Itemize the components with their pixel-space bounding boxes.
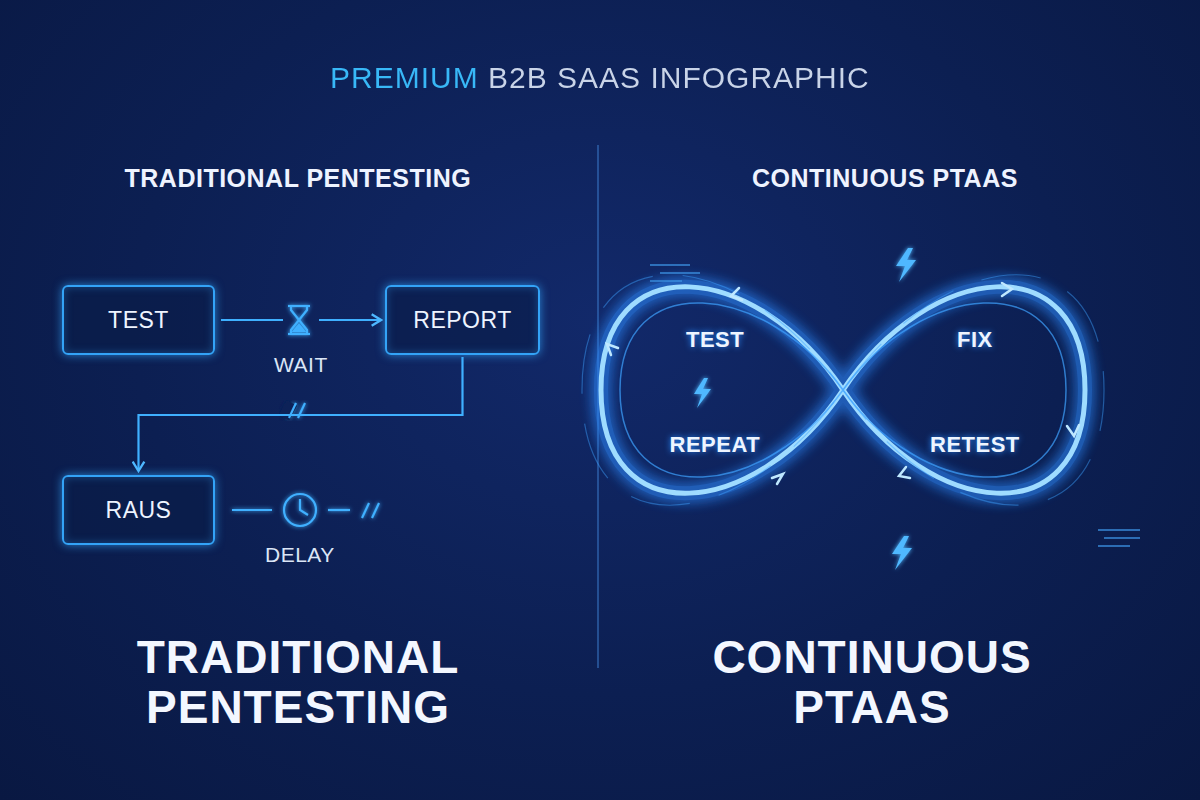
direction-arrow — [607, 283, 1079, 484]
decor-dashes — [650, 265, 1140, 546]
cycle-step: FIX — [957, 327, 993, 353]
connector-line — [319, 319, 381, 321]
cycle-step: TEST — [686, 327, 744, 353]
footer-title: CONTINUOUS PTAAS — [682, 632, 1062, 733]
infinity-loop — [582, 275, 1104, 505]
box-label: TEST — [108, 307, 169, 334]
connector-line — [221, 319, 283, 321]
section-heading: TRADITIONAL PENTESTING — [125, 164, 472, 193]
lightning-icon — [694, 248, 916, 570]
cycle-step: RETEST — [930, 432, 1020, 458]
process-box: TEST — [62, 285, 215, 355]
box-label: REPORT — [413, 307, 511, 334]
title: PREMIUM B2B SAAS INFOGRAPHIC — [330, 61, 870, 95]
delay-label: DELAY — [265, 543, 335, 567]
cycle-step: REPEAT — [670, 432, 761, 458]
process-box: REPORT — [385, 285, 540, 355]
section-heading: CONTINUOUS PTAAS — [752, 164, 1018, 193]
edge-label: WAIT — [274, 353, 328, 377]
process-box: RAUS — [62, 475, 215, 545]
box-label: RAUS — [106, 497, 172, 524]
footer-title: TRADITIONAL PENTESTING — [108, 632, 488, 733]
delay-line — [232, 494, 379, 526]
connector — [221, 320, 381, 321]
hourglass-icon — [288, 306, 310, 334]
